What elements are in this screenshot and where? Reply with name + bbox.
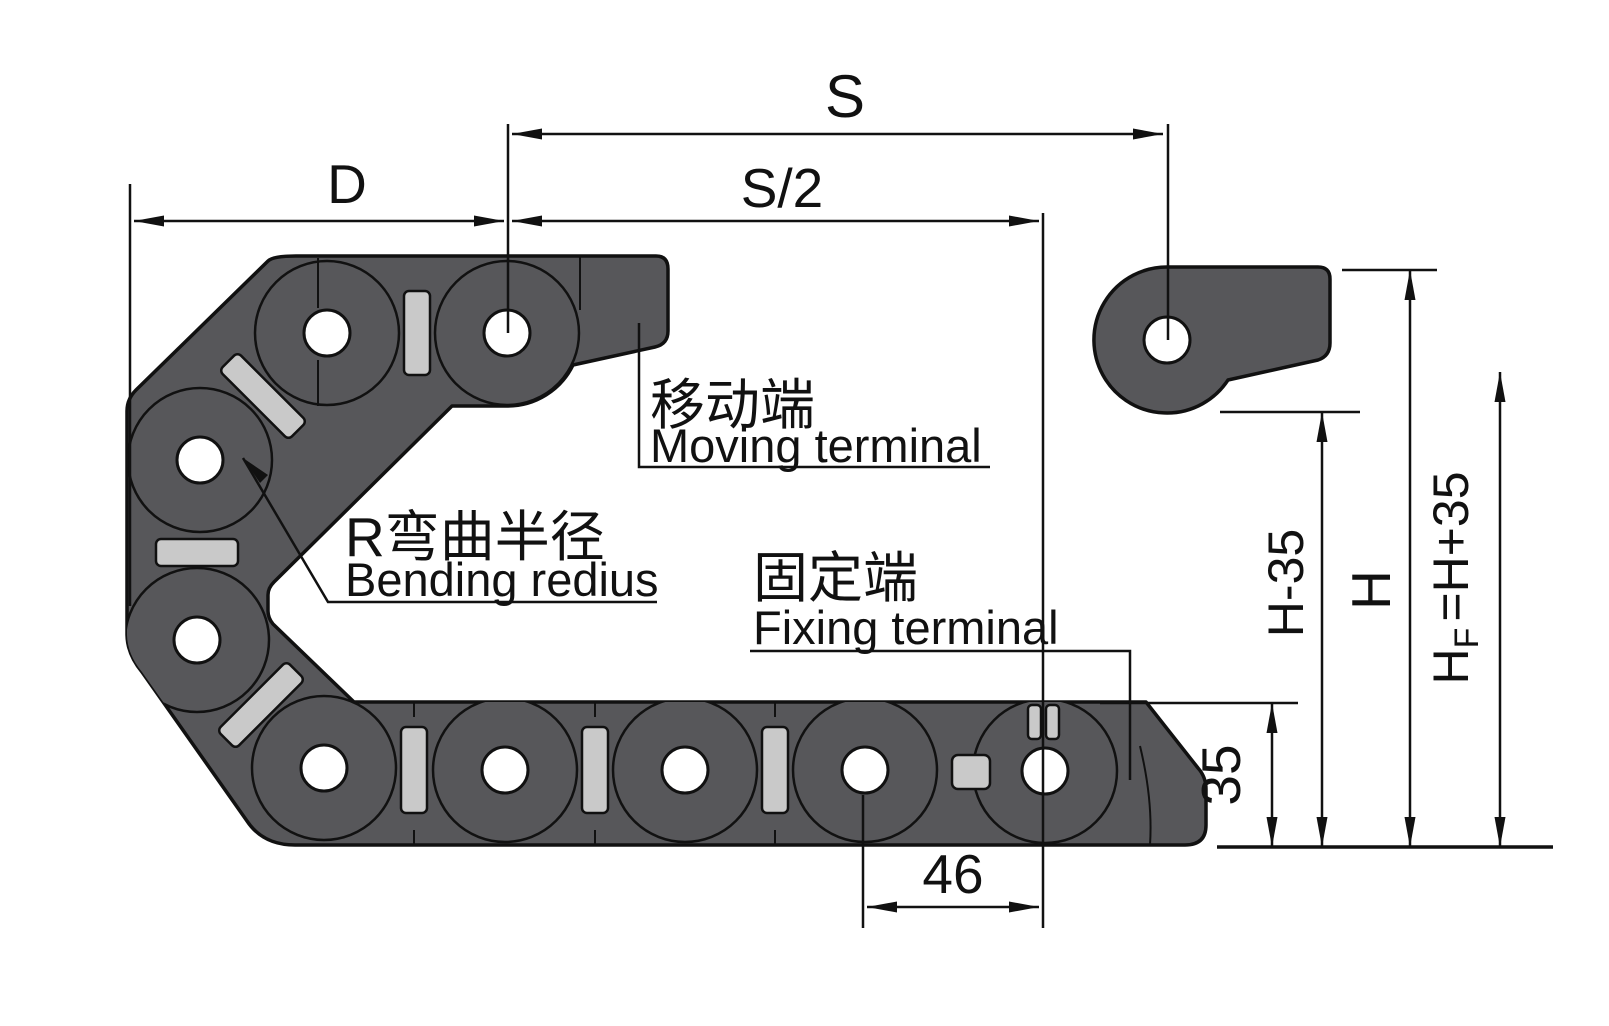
arrowhead [1009,215,1039,227]
link-slot [219,352,307,440]
chain-outline [125,254,1208,847]
leader-moving-terminal [637,323,990,469]
bending-radius-label-cn: R弯曲半径 [345,506,605,568]
link-slot [154,537,240,568]
dim-hf-subscript: F [1448,628,1486,649]
arrowhead [1404,817,1416,847]
link-slot [217,661,305,749]
arrowhead [1133,128,1163,140]
end-bracket-outline [1092,265,1332,415]
link-slot [950,753,992,791]
fixing-terminal-label-en: Fixing terminal [753,601,1059,654]
arrowhead [1316,817,1328,847]
end-bracket [1092,265,1332,415]
dim-h-label: H [1340,570,1402,610]
arrowhead [243,458,268,483]
link-hole [175,435,225,485]
arrowhead [134,215,164,227]
dimension-labels: S S/2 D 46 35 H-35 H HF=H+35 [327,63,1486,905]
arrowhead [867,901,897,913]
link-hole [172,615,222,665]
link-hole [302,308,352,358]
link-slot [580,725,610,815]
annotation-labels: 移动端 Moving terminal R弯曲半径 Bending redius… [345,374,1059,654]
arrowhead [1494,372,1506,402]
dim-h-line [1342,268,1437,847]
link-slot [1026,703,1043,741]
drag-chain-body [125,254,1208,847]
arrowhead [474,215,504,227]
dim-h35-line [1220,410,1360,847]
bending-radius-label-en: Bending redius [345,553,659,606]
fixing-terminal-label-cn: 固定端 [753,547,918,609]
arrowhead [1316,412,1328,442]
arrowhead [1266,817,1278,847]
dim-35-label: 35 [1190,744,1252,805]
arrowhead [1404,270,1416,300]
link-slot [402,289,432,377]
link-hole [480,745,530,795]
dim-h35-label: H-35 [1258,529,1314,637]
dim-s2-label: S/2 [741,157,824,219]
dim-46-label: 46 [922,843,983,905]
dimension-lines [128,124,1553,928]
dim-hf-rest: =H+35 [1423,471,1479,621]
leader-fixing-terminal [750,649,1132,780]
dim-s2-line [512,213,1045,928]
arrowhead [512,215,542,227]
arrowhead [1009,901,1039,913]
leader-lines [241,323,1132,780]
link-hole [1020,746,1070,796]
dim-d-label: D [327,153,367,215]
link-seam [317,257,1152,845]
dim-s-line [506,124,1170,340]
link-slot [760,725,790,815]
arrowhead [512,128,542,140]
moving-terminal-label-en: Moving terminal [650,419,982,472]
link-hole [299,743,349,793]
dim-hf-main: H [1423,648,1479,684]
dim-s-label: S [825,63,865,130]
chain-links [127,257,1152,845]
link-hole [660,745,710,795]
link-slot [1044,703,1061,741]
arrowhead [1494,817,1506,847]
link-holes [172,308,1070,796]
link-slot [399,725,429,815]
moving-terminal-label-cn: 移动端 [650,374,815,436]
dim-d-line [128,184,504,606]
arrowhead [1266,703,1278,733]
dim-hf-label: HF =H+35 [1423,471,1486,684]
leader-bending-radius [241,457,657,604]
link-hole [840,745,890,795]
